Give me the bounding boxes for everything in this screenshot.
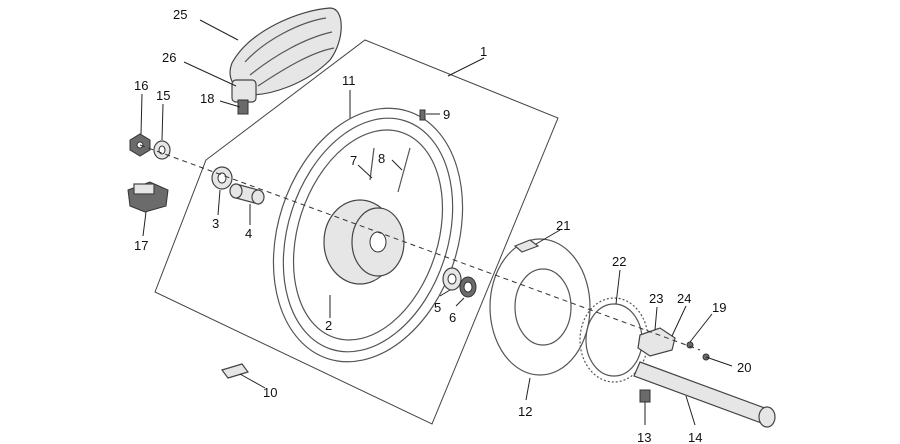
wheel-rim: [272, 107, 464, 363]
pinch-bolt: [639, 389, 651, 403]
assembly-frame: [154, 39, 559, 425]
callout-17: 17: [134, 238, 148, 253]
callout-8: 8: [378, 151, 385, 166]
callout-5: 5: [434, 300, 441, 315]
callout-11: 11: [342, 73, 356, 88]
callout-16: 16: [134, 78, 148, 93]
callout-2: 2: [325, 318, 332, 333]
sensor-bracket: [127, 181, 169, 213]
callout-9: 9: [443, 107, 450, 122]
disc-screw: [513, 239, 540, 253]
callout-10: 10: [263, 385, 277, 400]
oil-seal: [459, 276, 477, 298]
callout-26: 26: [162, 50, 176, 65]
callout-12: 12: [518, 404, 532, 419]
callout-25: 25: [173, 7, 187, 22]
callout-24: 24: [677, 291, 691, 306]
spacer-tube: [229, 183, 265, 205]
wheel-speed-sensor: [637, 327, 676, 357]
callout-14: 14: [688, 430, 702, 444]
spokes: [369, 147, 411, 193]
brake-disc: [489, 238, 591, 376]
axle-nut: [129, 133, 151, 157]
axle-washer: [153, 140, 171, 160]
callout-3: 3: [212, 216, 219, 231]
callout-21: 21: [556, 218, 570, 233]
callout-15: 15: [156, 88, 170, 103]
sensor-screws: [686, 341, 710, 361]
leader-lines: [140, 19, 733, 426]
callout-23: 23: [649, 291, 663, 306]
callout-18: 18: [200, 91, 214, 106]
callout-19: 19: [712, 300, 726, 315]
callout-labels: 1 2 3 4 5 6 7 8 9 10 11 12 13 14 15 16 1…: [134, 7, 751, 444]
axle-centerline: [139, 144, 701, 351]
callout-7: 7: [350, 153, 357, 168]
callout-13: 13: [637, 430, 651, 444]
callout-6: 6: [449, 310, 456, 325]
balance-weight: [221, 363, 249, 379]
wheel-axle: [633, 361, 776, 428]
rim-valve: [419, 109, 426, 121]
callout-1: 1: [480, 44, 487, 59]
callout-20: 20: [737, 360, 751, 375]
callout-22: 22: [612, 254, 626, 269]
wheel-hub: [323, 199, 405, 285]
left-bearing: [211, 166, 233, 190]
right-bearing: [442, 267, 462, 291]
callout-4: 4: [245, 226, 252, 241]
tube-valve: [231, 79, 257, 115]
